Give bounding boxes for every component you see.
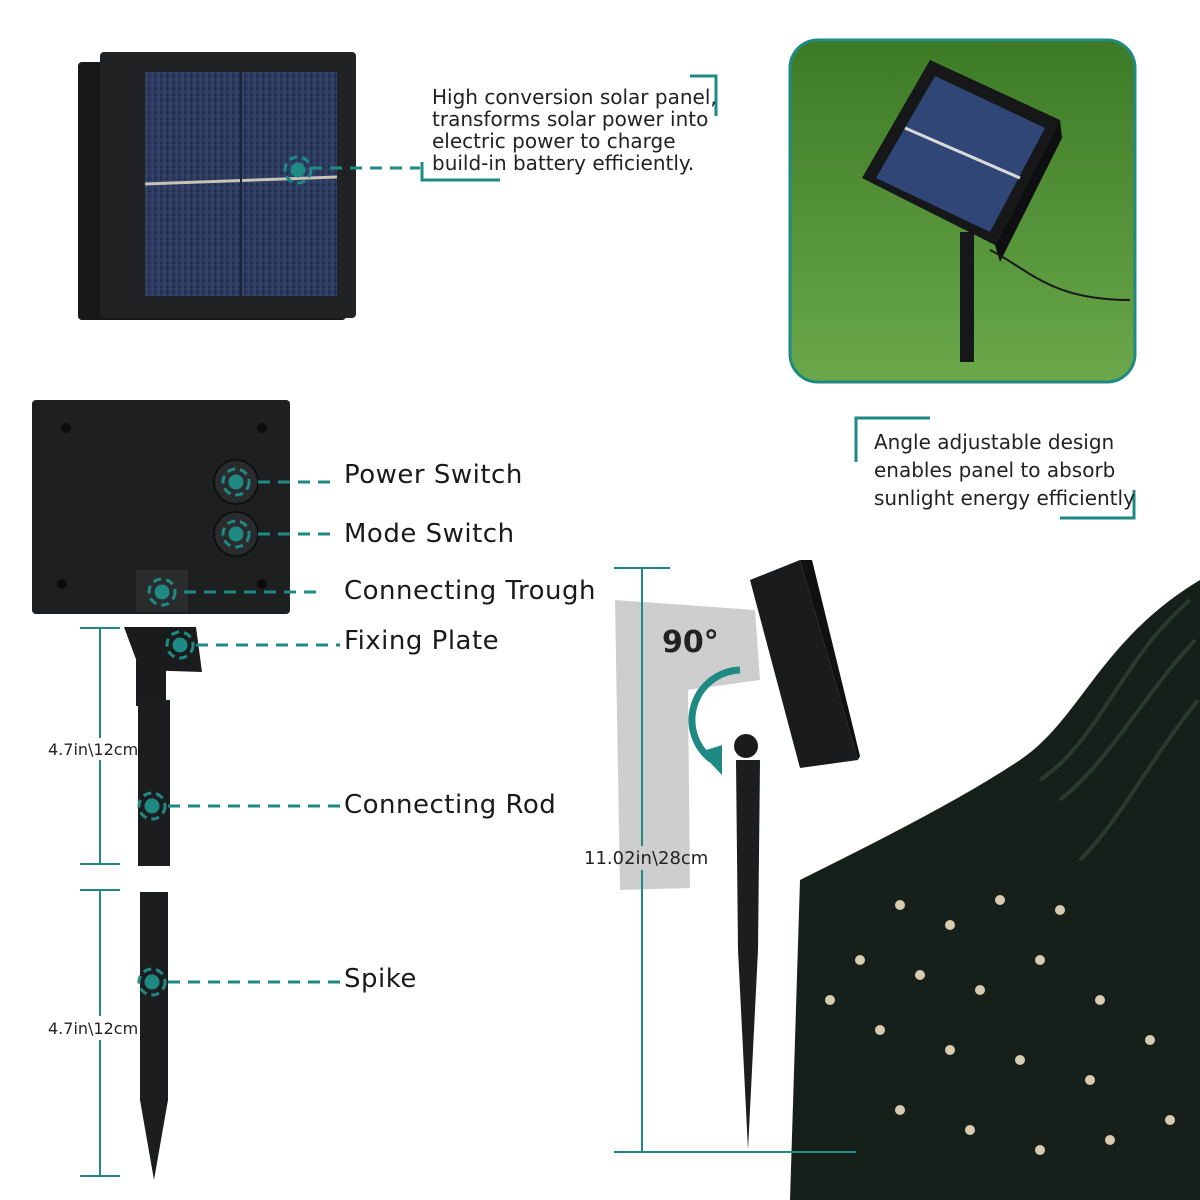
rotation-angle-label: 90° — [662, 625, 719, 660]
connecting-rod-label: Connecting Rod — [344, 790, 557, 820]
assembled-stand — [615, 560, 860, 1150]
fixing-plate-rod — [124, 627, 202, 866]
total-height-dimension: 11.02in\28cm — [584, 848, 709, 869]
rod-length-dimension: 4.7in\12cm — [48, 740, 139, 759]
callout-line: Angle adjustable design — [874, 430, 1115, 454]
callout-line: High conversion solar panel, — [432, 85, 717, 109]
callout-line: electric power to charge — [432, 129, 676, 153]
angle-callout: Angle adjustable design enables panel to… — [874, 428, 1135, 512]
connecting-trough-label: Connecting Trough — [344, 576, 597, 606]
solar-panel-front — [78, 52, 356, 320]
mode-switch-label: Mode Switch — [344, 519, 515, 549]
spike-part — [140, 892, 168, 1180]
spike-label: Spike — [344, 964, 417, 994]
callout-line: build-in battery efficiently. — [432, 151, 695, 175]
power-switch-label: Power Switch — [344, 460, 523, 490]
battery-box-back — [32, 400, 290, 614]
string-lights-coil — [790, 580, 1200, 1200]
dimension-lines — [80, 567, 856, 1177]
fixing-plate-label: Fixing Plate — [344, 626, 500, 656]
callout-line: enables panel to absorb — [874, 458, 1116, 482]
solar-panel-callout: High conversion solar panel, transforms … — [432, 86, 717, 174]
callout-markers — [137, 155, 313, 997]
spike-length-dimension: 4.7in\12cm — [48, 1019, 139, 1038]
callout-line: sunlight energy efficiently — [874, 486, 1135, 510]
solar-panel-grass-photo — [788, 38, 1137, 384]
callout-lines — [168, 74, 1136, 984]
callout-line: transforms solar power into — [432, 107, 709, 131]
